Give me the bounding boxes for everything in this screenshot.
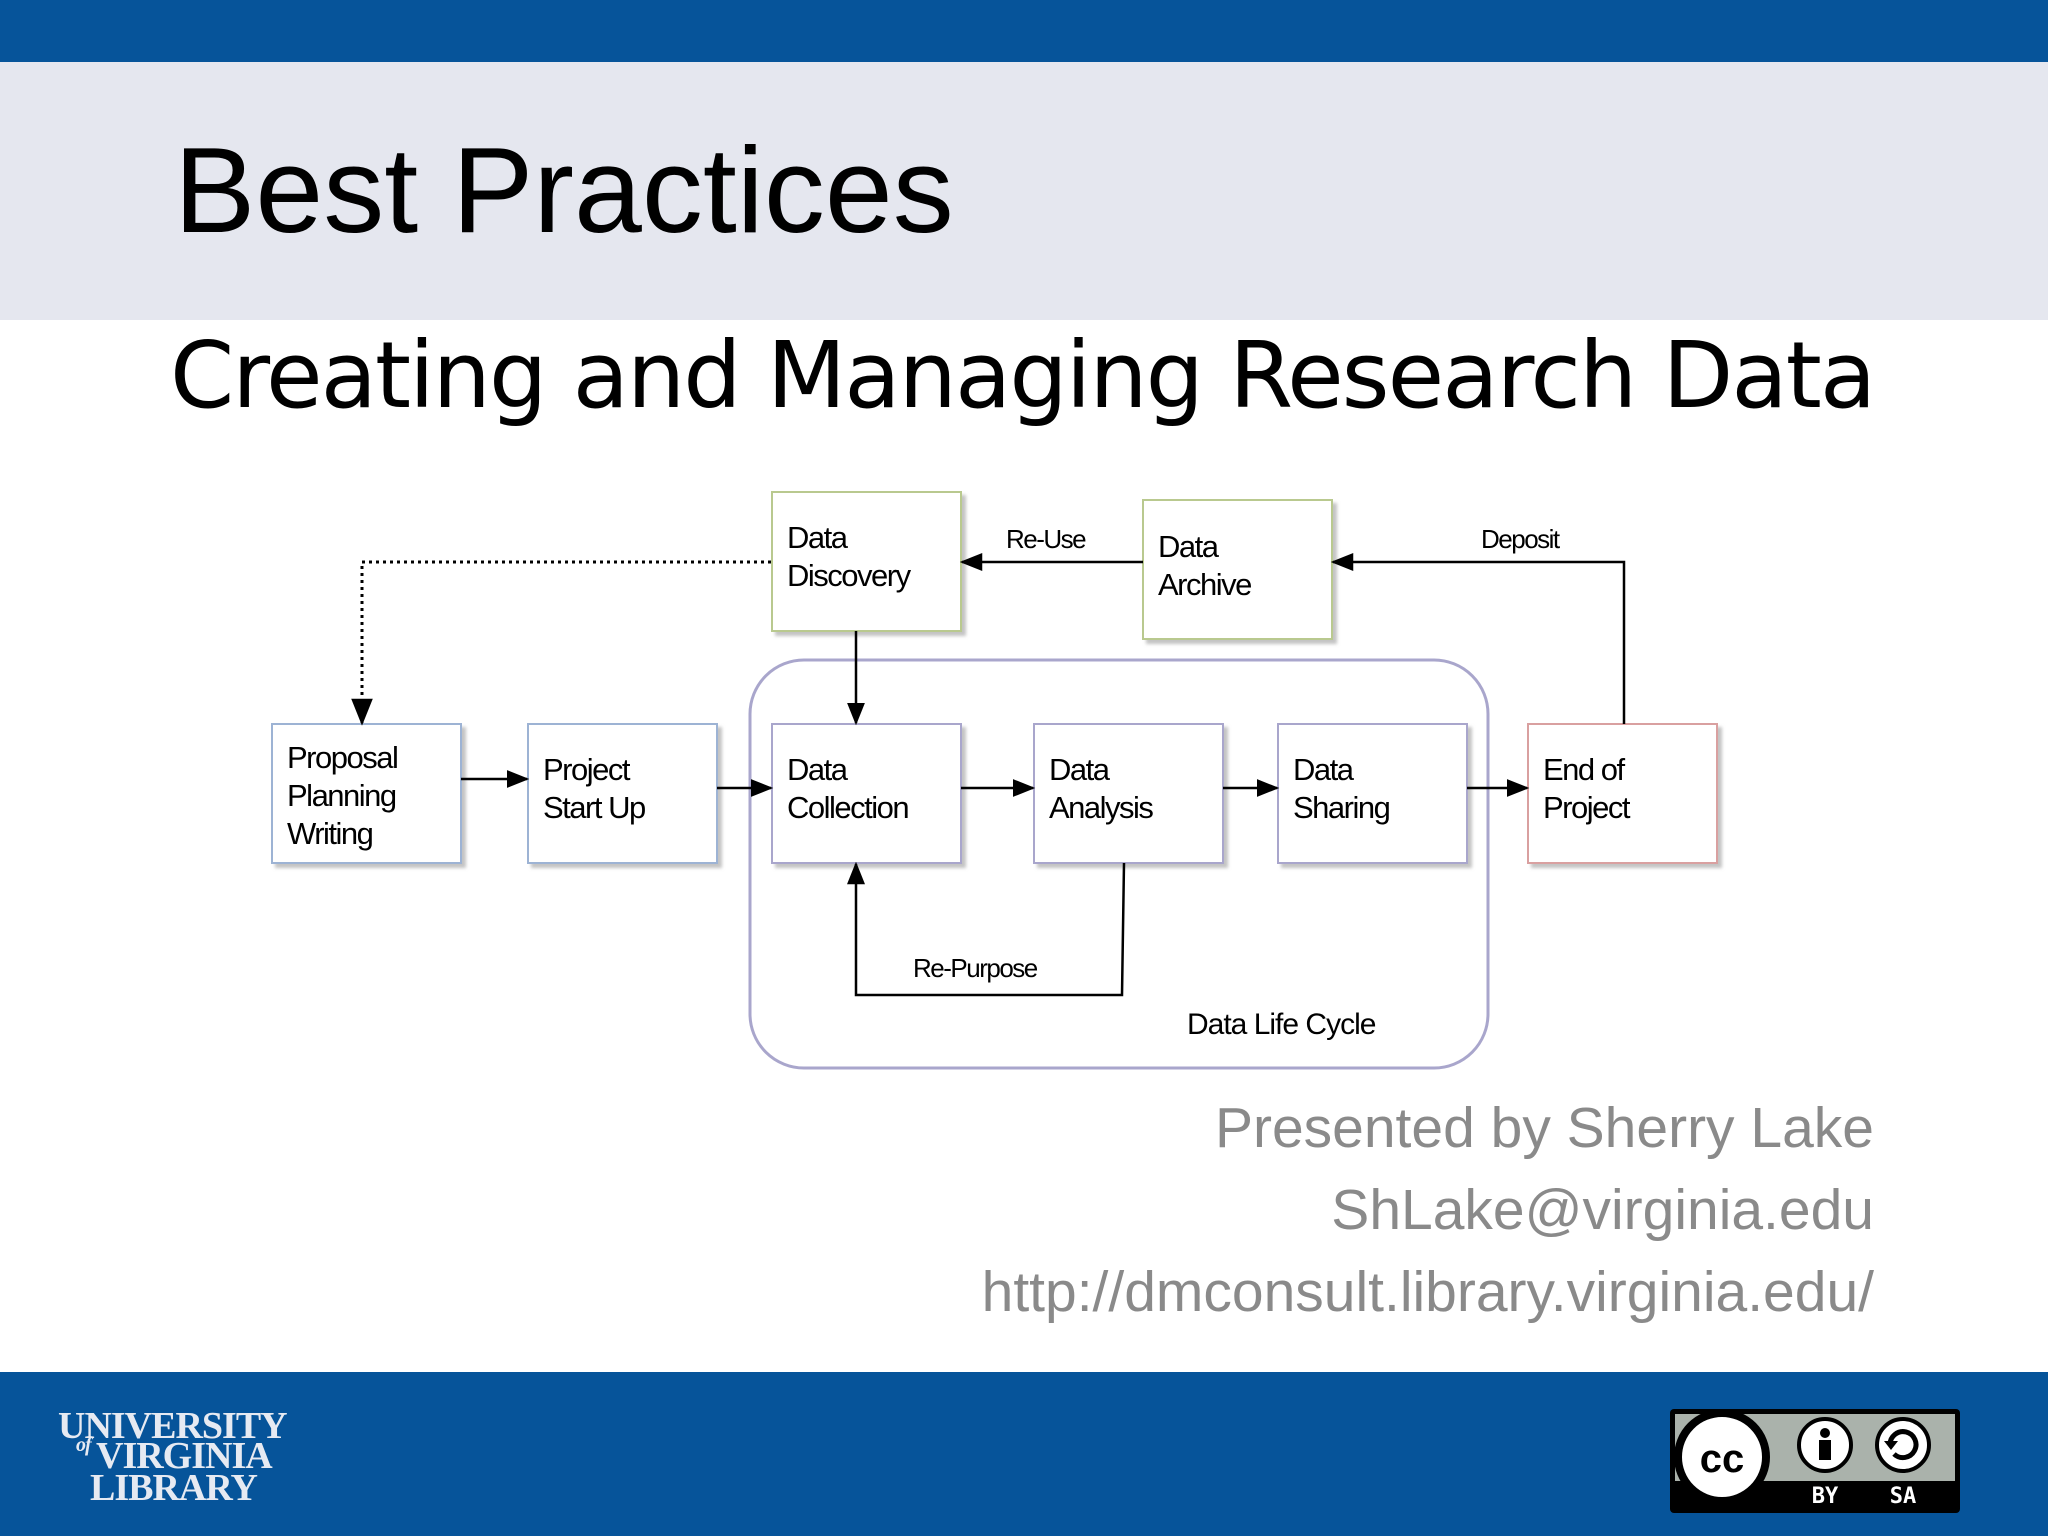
slide-subtitle: Creating and Managing Research Data bbox=[170, 322, 1876, 429]
box-archive-line2: Archive bbox=[1158, 567, 1251, 602]
box-startup-line1: Project bbox=[543, 752, 631, 787]
label-reuse: Re-Use bbox=[1006, 524, 1086, 554]
arrow-discovery-to-proposal bbox=[351, 560, 771, 726]
label-deposit: Deposit bbox=[1481, 524, 1561, 554]
box-collection: Data Collection bbox=[771, 723, 962, 864]
arrow-repurpose bbox=[847, 861, 1126, 997]
uva-library-logo: UNIVERSITY of VIRGINIA LIBRARY bbox=[56, 1404, 296, 1509]
box-proposal-line3: Writing bbox=[287, 816, 373, 851]
top-bar bbox=[0, 0, 2048, 62]
box-end-line2: Project bbox=[1543, 790, 1631, 825]
box-startup-line2: Start Up bbox=[543, 790, 645, 825]
cc-by-sa-badge[interactable]: cc BY SA bbox=[1670, 1409, 1960, 1513]
box-discovery-line1: Data bbox=[787, 520, 849, 555]
box-analysis-line1: Data bbox=[1049, 752, 1111, 787]
box-sharing-line1: Data bbox=[1293, 752, 1355, 787]
cc-text: cc bbox=[1700, 1437, 1745, 1481]
slide-title: Best Practices bbox=[174, 122, 954, 258]
box-archive: Data Archive bbox=[1142, 499, 1333, 640]
box-archive-line1: Data bbox=[1158, 529, 1220, 564]
logo-line-of: of bbox=[76, 1434, 92, 1456]
presenter-name: Presented by Sherry Lake bbox=[1214, 1096, 1874, 1160]
box-sharing-line2: Sharing bbox=[1293, 790, 1390, 825]
lifecycle-label: Data Life Cycle bbox=[1187, 1008, 1376, 1041]
box-analysis-line2: Analysis bbox=[1049, 790, 1153, 825]
logo-line-virginia: VIRGINIA bbox=[96, 1435, 273, 1477]
box-startup: Project Start Up bbox=[527, 723, 718, 864]
box-discovery-line2: Discovery bbox=[787, 558, 912, 593]
sa-icon bbox=[1875, 1417, 1931, 1473]
logo-line-library: LIBRARY bbox=[90, 1467, 258, 1509]
presenter-email[interactable]: ShLake@virginia.edu bbox=[1331, 1178, 1874, 1242]
box-collection-line2: Collection bbox=[787, 790, 908, 825]
title-band bbox=[0, 62, 2048, 320]
box-proposal-line1: Proposal bbox=[287, 740, 397, 775]
sa-label: SA bbox=[1890, 1484, 1917, 1509]
logo-line-university: UNIVERSITY bbox=[58, 1405, 288, 1447]
label-repurpose: Re-Purpose bbox=[913, 953, 1038, 983]
box-analysis: Data Analysis bbox=[1033, 723, 1224, 864]
lifecycle-container bbox=[748, 658, 1490, 1070]
box-collection-line1: Data bbox=[787, 752, 849, 787]
presenter-url[interactable]: http://dmconsult.library.virginia.edu/ bbox=[981, 1260, 1874, 1324]
by-label: BY bbox=[1812, 1484, 1839, 1509]
box-end-line1: End of bbox=[1543, 752, 1626, 787]
box-end-of-project: End of Project bbox=[1527, 723, 1718, 864]
box-sharing: Data Sharing bbox=[1277, 723, 1468, 864]
by-icon bbox=[1797, 1417, 1853, 1473]
box-proposal-line2: Planning bbox=[287, 778, 396, 813]
cc-icon bbox=[1674, 1409, 1770, 1505]
box-proposal: Proposal Planning Writing bbox=[271, 723, 462, 864]
box-discovery: Data Discovery bbox=[771, 491, 962, 632]
arrow-deposit bbox=[1330, 553, 1626, 724]
